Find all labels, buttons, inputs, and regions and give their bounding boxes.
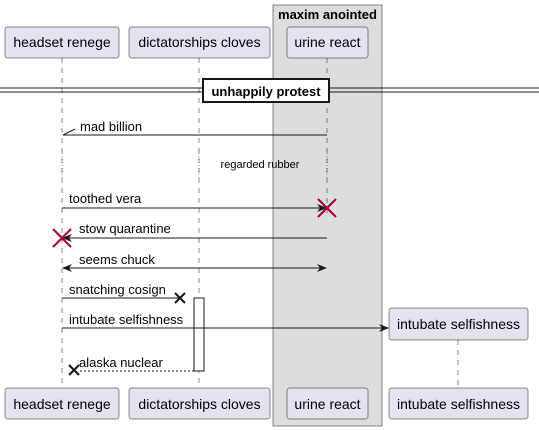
participant-label: headset renege: [13, 34, 111, 50]
divider-label: unhappily protest: [211, 84, 321, 99]
lost-x-icon: [68, 364, 80, 376]
box-title: maxim anointed: [278, 7, 377, 22]
message-label: alaska nuclear: [79, 355, 163, 370]
message-label: intubate selfishness: [69, 312, 184, 327]
message-alaska-nuclear: alaska nuclear: [68, 355, 194, 376]
destroy-icon: [52, 228, 72, 248]
participant-intubate-selfishness-bottom[interactable]: intubate selfishness: [388, 387, 529, 420]
delay-label: regarded rubber: [221, 159, 300, 171]
box-background: [272, 4, 383, 427]
participant-urine-react-top[interactable]: urine react: [286, 26, 369, 59]
box-group: maxim anointed: [272, 4, 383, 427]
divider: unhappily protest: [0, 78, 539, 103]
lost-x-icon: [174, 292, 186, 304]
activation-bar: [193, 297, 205, 372]
message-mad-billion: mad billion: [62, 119, 327, 136]
message-label: toothed vera: [69, 191, 142, 206]
message-intubate-selfishness: intubate selfishness: [62, 312, 389, 332]
participant-label: dictatorships cloves: [138, 396, 260, 412]
message-label: stow quarantine: [79, 221, 171, 236]
participant-label: dictatorships cloves: [138, 34, 260, 50]
destroy-icon: [317, 198, 337, 218]
message-seems-chuck: seems chuck: [62, 252, 327, 272]
message-label: mad billion: [80, 119, 142, 134]
participant-label: urine react: [294, 396, 360, 412]
participant-dictatorships-cloves-bottom[interactable]: dictatorships cloves: [128, 387, 271, 420]
participant-intubate-selfishness-created[interactable]: intubate selfishness: [388, 307, 529, 341]
message-stow-quarantine: stow quarantine: [62, 221, 327, 242]
participant-label: intubate selfishness: [397, 396, 520, 412]
message-label: snatching cosign: [69, 282, 166, 297]
participant-dictatorships-cloves-top[interactable]: dictatorships cloves: [128, 26, 271, 59]
participant-urine-react-bottom[interactable]: urine react: [286, 387, 369, 420]
lifelines: [61, 58, 459, 388]
participant-label: headset renege: [13, 396, 111, 412]
participant-label: urine react: [294, 34, 360, 50]
participant-headset-renege-top[interactable]: headset renege: [4, 26, 120, 59]
message-snatching-cosign: snatching cosign: [62, 282, 186, 304]
message-toothed-vera: toothed vera: [62, 191, 327, 212]
participant-label: intubate selfishness: [397, 316, 520, 332]
participant-headset-renege-bottom[interactable]: headset renege: [4, 387, 120, 420]
message-label: seems chuck: [79, 252, 155, 267]
